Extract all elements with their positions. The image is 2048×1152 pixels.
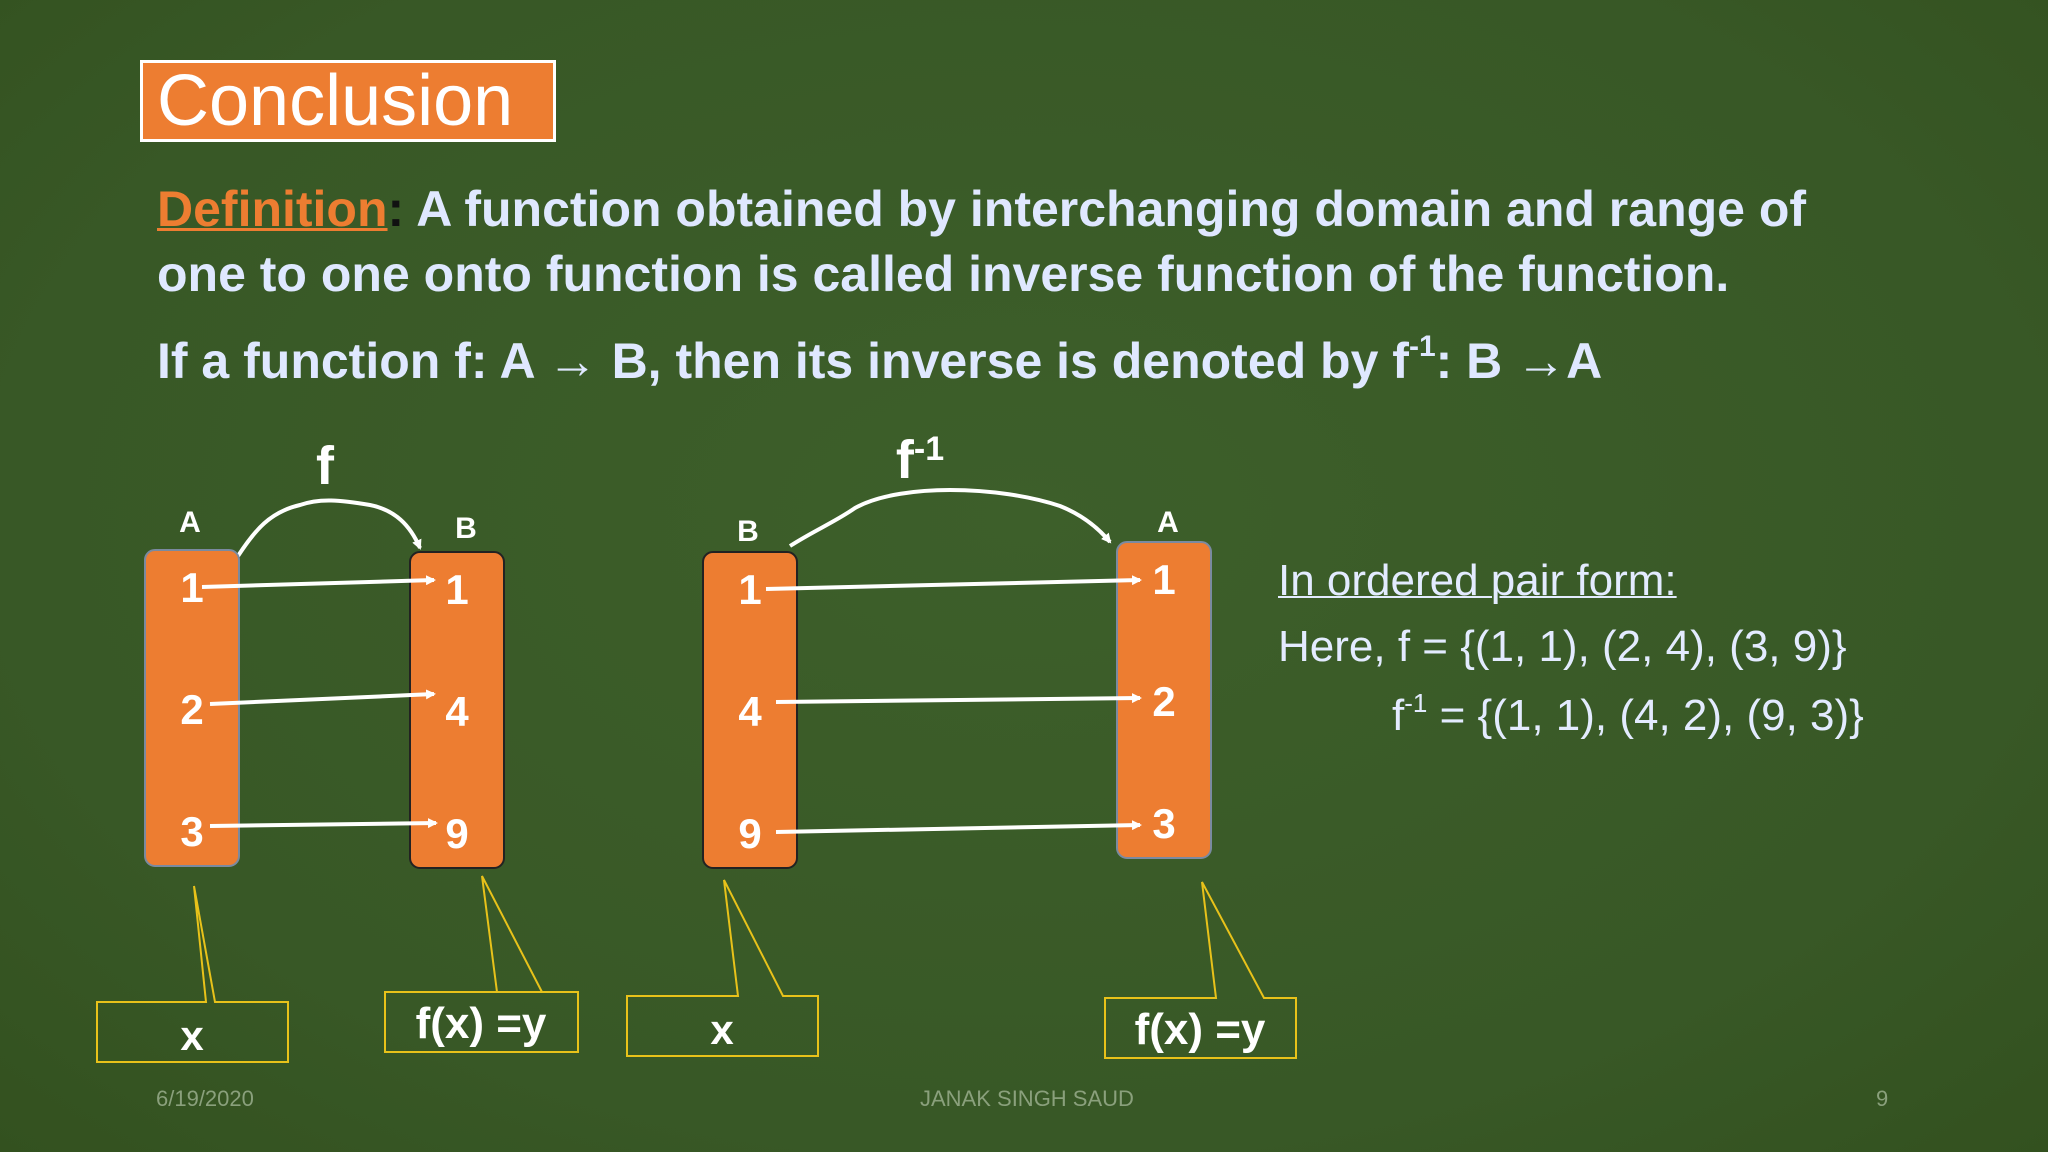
footer-page-number: 9 <box>1876 1086 1889 1111</box>
inverse-statement-part2: : B →A <box>1435 333 1603 389</box>
footer-date: 6/19/2020 <box>156 1086 254 1111</box>
diagram-f-arrow-3 <box>209 818 438 829</box>
diagram-f-set-left <box>144 549 240 867</box>
diagram-f-right-value: 9 <box>445 810 468 857</box>
diagram-finv-arrow-1 <box>765 575 1142 591</box>
ordered-pairs-finv-rest: = {(1, 1), (4, 2), (9, 3)} <box>1427 691 1864 740</box>
inverse-statement-sup: -1 <box>1408 330 1436 363</box>
diagram-f-arrow-1 <box>201 575 436 589</box>
ordered-pairs-finv-sup: -1 <box>1404 688 1428 718</box>
diagram-f-label: f <box>316 436 335 496</box>
diagram-finv-callout-left-text: x <box>710 1006 734 1053</box>
diagram-f-callout-right-text: f(x) =y <box>416 999 547 1048</box>
ordered-pairs-finv: f-1 = {(1, 1), (4, 2), (9, 3)} <box>1392 688 1864 741</box>
diagram-f-set-right <box>409 551 505 869</box>
diagram-finv-left-value: 9 <box>738 810 761 857</box>
definition-line-2: one to one onto function is called inver… <box>157 246 1730 302</box>
slide-title: Conclusion <box>140 60 556 142</box>
footer-author: JANAK SINGH SAUD <box>920 1086 1134 1111</box>
diagram-finv-arrow-3 <box>775 820 1142 834</box>
diagram-finv-arrow-2 <box>775 693 1142 704</box>
diagram-f-callout-left-text: x <box>180 1012 204 1059</box>
diagram-f-callout-right <box>384 875 579 1053</box>
diagram-finv-set-right-label: A <box>1157 506 1179 539</box>
diagram-finv-right-value: 2 <box>1152 678 1175 725</box>
diagram-finv-label: f-1 <box>896 430 944 490</box>
diagram-f-right-value: 4 <box>445 688 469 735</box>
diagram-finv-curve-arrow <box>788 487 1112 548</box>
ordered-pairs-finv-prefix: f <box>1392 691 1405 740</box>
ordered-pairs-heading: In ordered pair form: <box>1278 556 1677 605</box>
inverse-statement: If a function f: A → B, then its inverse… <box>157 330 1602 390</box>
diagram-f-set-right-label: B <box>455 512 477 545</box>
diagram-f-left-value: 2 <box>180 686 203 733</box>
diagram-finv-left-value: 1 <box>738 566 761 613</box>
diagram-f-left-value: 1 <box>180 564 203 611</box>
diagram-finv-set-left <box>702 551 798 869</box>
diagram-f-right-value: 1 <box>445 566 468 613</box>
diagram-f-curve-arrow <box>236 498 422 558</box>
diagram-f-arrow-2 <box>209 689 436 706</box>
diagram-f-left-value: 3 <box>180 808 203 855</box>
diagram-finv-right-value: 1 <box>1152 556 1175 603</box>
diagram-finv-set-left-label: B <box>737 515 759 548</box>
diagram-f-callout-left <box>96 885 289 1063</box>
ordered-pairs-f: Here, f = {(1, 1), (2, 4), (3, 9)} <box>1278 622 1847 671</box>
diagram-finv-callout-right-text: f(x) =y <box>1135 1005 1266 1054</box>
diagram-finv-right-value: 3 <box>1152 800 1175 847</box>
diagram-finv-callout-left <box>626 879 819 1057</box>
diagram-finv-left-value: 4 <box>738 688 762 735</box>
inverse-statement-part1: If a function f: A → B, then its inverse… <box>157 333 1409 389</box>
definition-label: Definition <box>157 181 388 237</box>
definition-colon: : <box>387 181 405 237</box>
diagram-finv: f-1 B A 1 4 9 1 2 3 x f(x) =y <box>626 430 1297 1059</box>
definition-line-1: Definition: A function obtained by inter… <box>157 180 1806 238</box>
diagram-finv-callout-right <box>1104 881 1297 1059</box>
diagram-finv-label-base: f <box>896 430 915 490</box>
definition-text-1: A function obtained by interchanging dom… <box>404 181 1807 237</box>
diagram-finv-label-sup: -1 <box>914 430 944 468</box>
diagram-f-set-left-label: A <box>179 506 201 539</box>
diagram-f: f A B 1 2 3 1 4 9 x f(x) =y <box>96 436 579 1063</box>
